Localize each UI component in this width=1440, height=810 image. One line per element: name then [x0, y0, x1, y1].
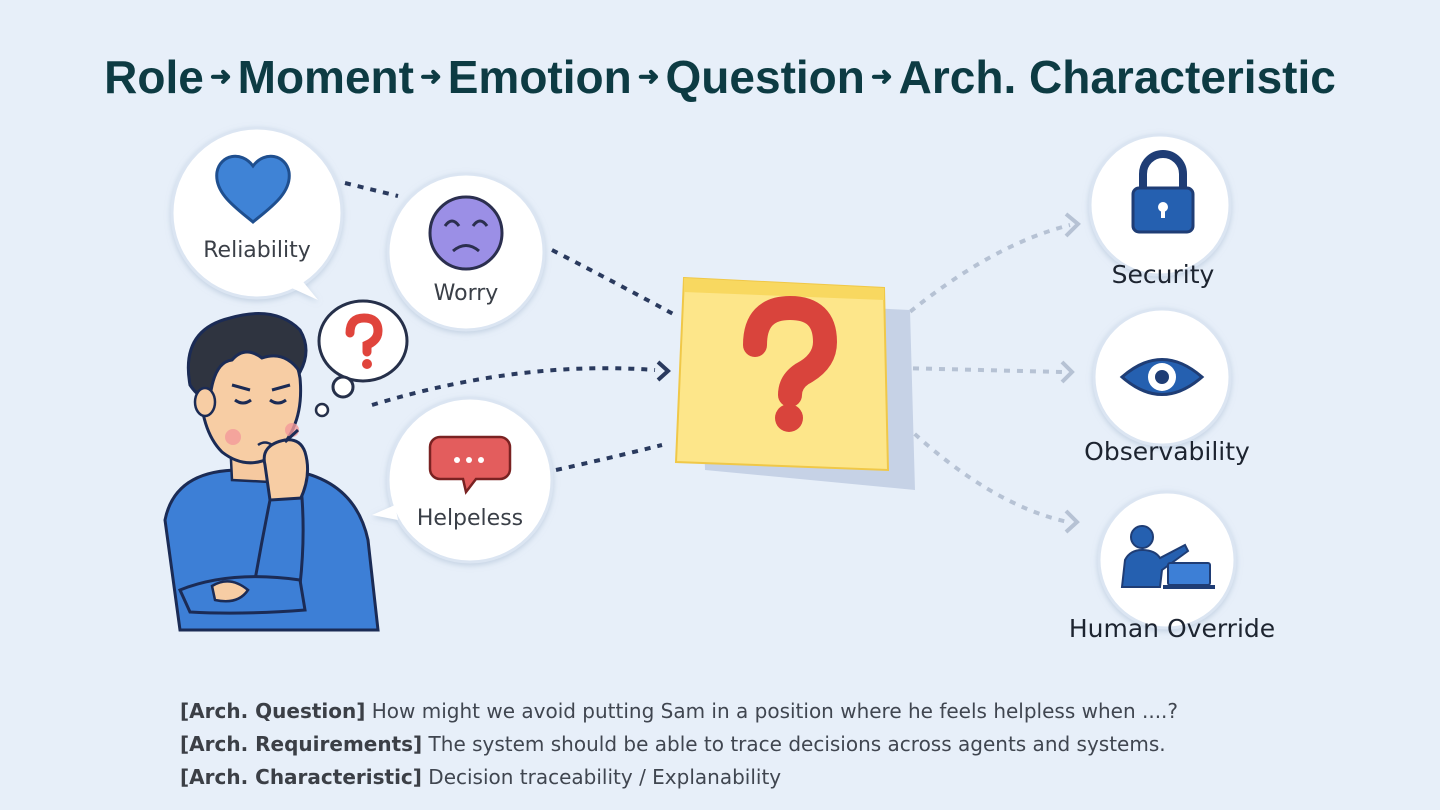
statement-text: Decision traceability / Explanability — [422, 765, 781, 789]
statement-requirements: [Arch. Requirements] The system should b… — [180, 728, 1360, 761]
sad-face-icon — [430, 197, 502, 269]
arch-label-human-override: Human Override — [1042, 614, 1302, 643]
chevron-right-icon — [1066, 214, 1078, 236]
chevron-right-icon — [1062, 362, 1072, 382]
arch-label-security: Security — [1063, 260, 1263, 289]
statement-question: [Arch. Question] How might we avoid putt… — [180, 695, 1360, 728]
chevron-right-icon — [1066, 511, 1077, 532]
emotion-label-reliability: Reliability — [182, 238, 332, 263]
statement-text: How might we avoid putting Sam in a posi… — [365, 699, 1178, 723]
thought-bubble — [316, 301, 407, 416]
statement-tag: [Arch. Characteristic] — [180, 765, 422, 789]
statement-characteristic: [Arch. Characteristic] Decision traceabi… — [180, 761, 1360, 794]
statement-text: The system should be able to trace decis… — [422, 732, 1165, 756]
statement-tag: [Arch. Question] — [180, 699, 365, 723]
emotion-label-helpless: Helpeless — [400, 506, 540, 531]
emotion-label-worry: Worry — [406, 281, 526, 306]
statement-tag: [Arch. Requirements] — [180, 732, 422, 756]
chevron-right-icon — [658, 362, 668, 380]
arch-label-observability: Observability — [1047, 437, 1287, 466]
statements-block: [Arch. Question] How might we avoid putt… — [180, 695, 1360, 794]
